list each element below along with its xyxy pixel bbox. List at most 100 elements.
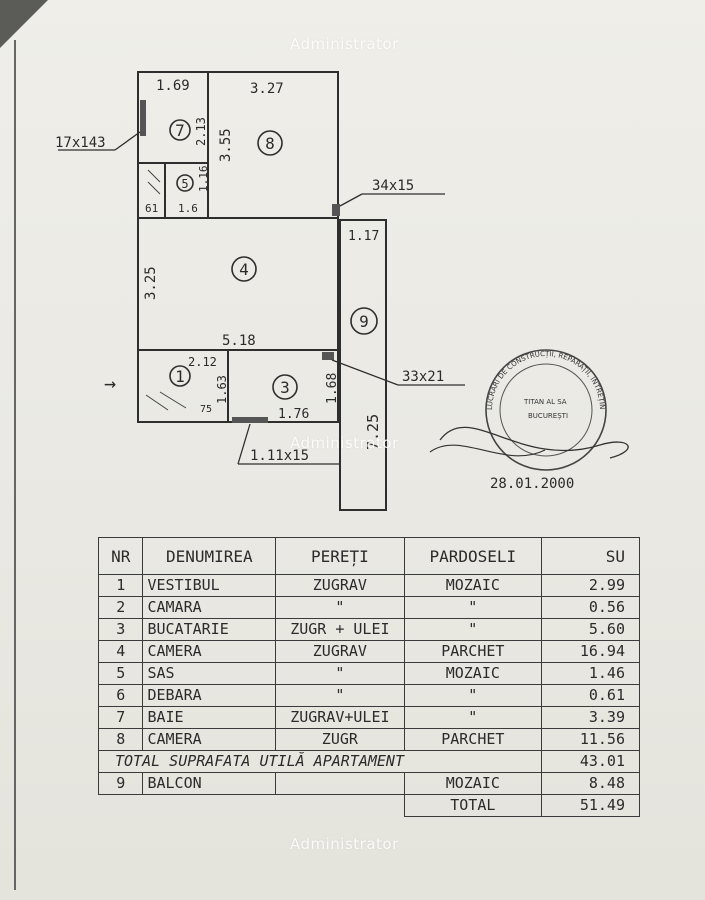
cell-su: 0.56 (541, 596, 640, 619)
cell-su: 8.48 (541, 772, 640, 795)
grand-total-label: TOTAL (403, 794, 543, 817)
dim-w9: 1.17 (348, 229, 379, 244)
cell-pardoseli: PARCHET (403, 640, 543, 663)
cell-denumirea: CAMERA (142, 640, 277, 663)
balcon-row: 9 BALCON MOZAIC 8.48 (97, 772, 640, 795)
dim-h4: 3.25 (143, 266, 159, 300)
header-denumirea: DENUMIREA (142, 537, 277, 575)
entrance-arrow: → (104, 371, 116, 395)
table-row: 7 BAIE ZUGRAV+ULEI " 3.39 (97, 706, 640, 729)
cell-pereti: " (275, 684, 405, 707)
cell-su: 16.94 (541, 640, 640, 663)
header-nr: NR (97, 537, 144, 575)
cell-su: 5.60 (541, 618, 640, 641)
signature-scribble (439, 426, 629, 459)
room-number-5: 5 (181, 177, 188, 191)
cell-su: 11.56 (541, 728, 640, 751)
window-mark-kitchen (322, 352, 334, 360)
callout-window-right: 33x21 (402, 369, 444, 385)
cell-denumirea: CAMERA (142, 728, 277, 751)
cell-pardoseli: MOZAIC (403, 772, 543, 795)
leader-window-bottom (237, 423, 251, 465)
cell-pardoseli: " (403, 596, 543, 619)
grand-total-row: TOTAL 51.49 (99, 794, 640, 817)
room-number-9: 9 (359, 312, 369, 331)
table-row: 5 SAS " MOZAIC 1.46 (97, 662, 640, 685)
cell-denumirea: BALCON (142, 772, 277, 795)
cell-denumirea: BUCATARIE (142, 618, 277, 641)
cell-pardoseli: " (403, 706, 543, 729)
dim-d75: 75 (200, 404, 212, 415)
dim-h5: 1.16 (197, 166, 210, 193)
cell-su: 3.39 (541, 706, 640, 729)
cell-denumirea: BAIE (142, 706, 277, 729)
stamp-company: TITAN AL SA (523, 398, 567, 406)
stamp-city: BUCUREȘTI (528, 412, 568, 420)
table-row: 1 VESTIBUL ZUGRAV MOZAIC 2.99 (97, 574, 640, 597)
cell-pereti: ZUGRAV+ULEI (275, 706, 405, 729)
room-number-7: 7 (175, 121, 185, 140)
room-4-circle (231, 256, 257, 282)
dim-h9: 7.25 (364, 414, 382, 450)
stamp-inner-ring (499, 363, 593, 457)
callout-window-bottom: 1.11x15 (250, 448, 309, 464)
window-mark-top (332, 204, 340, 216)
leader-window-left (114, 131, 141, 151)
stamp-outer-ring (485, 349, 607, 471)
cell-pardoseli: " (403, 684, 543, 707)
dim-h3: 1.68 (325, 373, 340, 404)
window-mark-left (140, 100, 146, 136)
cell-denumirea: DEBARA (142, 684, 277, 707)
cell-pereti: ZUGR + ULEI (275, 618, 405, 641)
cell-denumirea: SAS (142, 662, 277, 685)
dim-w3: 1.76 (278, 407, 309, 422)
hatch-6 (147, 181, 161, 195)
table-row: 2 CAMARA " " 0.56 (97, 596, 640, 619)
hatch-1 (145, 394, 169, 411)
cell-su: 1.46 (541, 662, 640, 685)
callout-window-top: 34x15 (372, 178, 414, 194)
cell-pardoseli: " (403, 618, 543, 641)
cell-pereti: " (275, 662, 405, 685)
callout-window-left: 17x143 (55, 135, 106, 151)
floor-plan: 7 8 5 4 9 1 3 1.69 3.27 1.17 5.18 2.12 1… (0, 0, 629, 511)
company-stamp: LUCRĂRI DE CONSTRUCȚII, REPARAȚII, ÎNTRE… (0, 0, 629, 471)
cell-nr: 7 (97, 706, 144, 729)
rooms-table: NR DENUMIREA PEREȚI PARDOSELI SU 1 VESTI… (97, 537, 640, 817)
grand-total-spacer (99, 795, 405, 817)
cell-su: 2.99 (541, 574, 640, 597)
total-util-row: TOTAL SUPRAFATA UTILĂ APARTAMENT 43.01 (97, 750, 640, 773)
watermark: Administrator (290, 835, 399, 853)
room-number-1: 1 (175, 367, 185, 386)
watermark: Administrator (290, 434, 399, 452)
cell-pereti (275, 772, 405, 795)
dim-d61: 61 (145, 202, 158, 215)
header-pardoseli: PARDOSELI (403, 537, 543, 575)
cell-pereti: ZUGRAV (275, 640, 405, 663)
room-number-8: 8 (265, 134, 275, 153)
cell-pardoseli: MOZAIC (403, 574, 543, 597)
cell-pardoseli: PARCHET (403, 728, 543, 751)
dim-w1: 2.12 (188, 355, 217, 369)
cell-nr: 4 (97, 640, 144, 663)
dim-w4: 5.18 (222, 333, 256, 349)
cell-denumirea: CAMARA (142, 596, 277, 619)
room-1-circle (169, 365, 191, 387)
room-7-circle (169, 119, 191, 141)
table-row: 3 BUCATARIE ZUGR + ULEI " 5.60 (97, 618, 640, 641)
page-edge-line (14, 40, 16, 890)
cell-pereti: ZUGR (275, 728, 405, 751)
hatch-6 (147, 169, 161, 183)
cell-nr: 5 (97, 662, 144, 685)
signature-scribble (429, 444, 546, 457)
window-mark-bottom (232, 417, 268, 423)
cell-nr: 2 (97, 596, 144, 619)
room-number-4: 4 (239, 260, 249, 279)
cell-nr: 6 (97, 684, 144, 707)
room-9-circle (350, 307, 378, 335)
dim-w7: 1.69 (156, 78, 190, 94)
dim-h7: 2.13 (194, 117, 208, 146)
leader-window-right (331, 359, 399, 386)
cell-pereti: ZUGRAV (275, 574, 405, 597)
dim-h8: 3.55 (218, 128, 234, 162)
